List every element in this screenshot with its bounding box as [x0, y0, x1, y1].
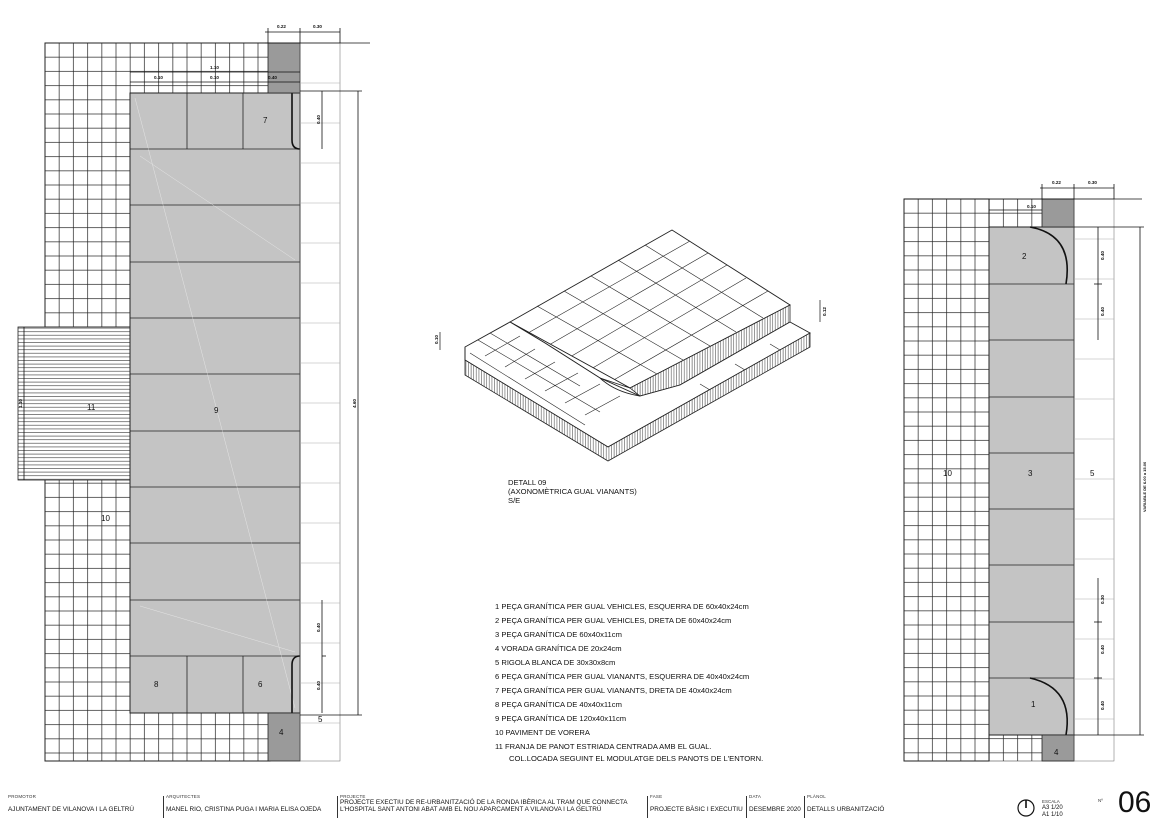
axonometric-detail: 0.10 0.12 — [434, 229, 827, 462]
label-8: 8 — [154, 680, 159, 689]
titleblock-data: DATA DESEMBRE 2020 — [749, 794, 801, 813]
tb-separator — [163, 796, 164, 818]
legend-item-6: 6 PEÇA GRANÍTICA PER GUAL VIANANTS, ESQU… — [495, 672, 750, 681]
dim-030-r-label: 0.30 — [1088, 180, 1097, 185]
data-label: DATA — [749, 794, 762, 799]
titleblock-fase: FASE PROJECTE BÀSIC I EXECUTIU — [650, 794, 743, 813]
caption-line-2: (AXONOMÈTRICA GUAL VIANANTS) — [508, 487, 637, 496]
scale-block: ESCALA A3 1/20 A1 1/10 — [1042, 798, 1063, 819]
dim-022-r-label: 0.22 — [1052, 180, 1061, 185]
label-r-10: 10 — [943, 469, 952, 478]
dim-label: 1.10 — [210, 65, 219, 70]
titleblock-promotor: PROMOTOR AJUNTAMENT DE VILANOVA I LA GEL… — [8, 794, 134, 813]
dim-040-label: 0.40 — [268, 75, 277, 80]
caption-line-1: DETALL 09 — [508, 478, 547, 487]
label-r-1: 1 — [1031, 700, 1036, 709]
dim-040-r-label: 0.40 — [1100, 251, 1105, 260]
detail-caption: DETALL 09 (AXONOMÈTRICA GUAL VIANANTS) S… — [508, 478, 637, 505]
legend-item-11: 11 FRANJA DE PANOT ESTRIADA CENTRADA AMB… — [495, 742, 712, 751]
label-7: 7 — [263, 116, 268, 125]
label-11: 11 — [87, 403, 96, 412]
data-value: DESEMBRE 2020 — [749, 806, 801, 813]
legend-item-8: 8 PEÇA GRANÍTICA DE 40x40x11cm — [495, 700, 622, 709]
label-4: 4 — [279, 728, 284, 737]
label-9: 9 — [214, 406, 219, 415]
projecte-value-1: PROJECTE EXECTIU DE RE-URBANITZACIÓ DE L… — [340, 799, 628, 806]
north-icon — [1017, 799, 1035, 817]
legend-item-4: 4 VORADA GRANÍTICA DE 20x24cm — [495, 644, 622, 653]
dim-040-r-label-4: 0.40 — [1100, 701, 1105, 710]
dim-010-r-label: 0.10 — [1027, 204, 1036, 209]
planol-value: DETALLS URBANITZACIÓ — [807, 806, 885, 813]
legend-item-11-cont: COL.LOCADA SEGUINT EL MODULATGE DELS PAN… — [509, 754, 764, 763]
label-r-2: 2 — [1022, 252, 1027, 261]
dim-030-label: 0.30 — [313, 24, 322, 29]
escala-a3: A3 1/20 — [1042, 805, 1063, 811]
dim-022-label: 0.22 — [277, 24, 286, 29]
projecte-label: PROJECTE — [340, 794, 366, 799]
dim-010-label: 0.10 — [154, 75, 163, 80]
dim-variable-label: VARIABLE DE 6.00 a 15.00 — [1142, 461, 1147, 512]
fase-label: FASE — [650, 794, 663, 799]
label-r-3: 3 — [1028, 469, 1033, 478]
tb-separator — [804, 796, 805, 818]
dim-040-vert-label-3: 0.40 — [316, 681, 321, 690]
escala-a1: A1 1/10 — [1042, 812, 1063, 818]
legend-item-3: 3 PEÇA GRANÍTICA DE 60x40x11cm — [495, 630, 622, 639]
label-r-5: 5 — [1090, 469, 1095, 478]
arquitectes-value: MANEL RIO, CRISTINA PUGA I MARIA ELISA O… — [166, 806, 322, 813]
tb-separator — [337, 796, 338, 818]
dim-012-axo-label: 0.12 — [822, 307, 827, 316]
dim-010-axo-label: 0.10 — [434, 335, 439, 344]
tb-separator — [746, 796, 747, 818]
dim-010-label-2: 0.10 — [210, 75, 219, 80]
legend: 1 PEÇA GRANÍTICA PER GUAL VEHICLES, ESQU… — [495, 600, 763, 763]
legend-item-2: 2 PEÇA GRANÍTICA PER GUAL VEHICLES, DRET… — [495, 616, 732, 625]
right-plan: 0.22 0.30 0.10 0.40 0.40 0.30 0.40 0.40 … — [903, 180, 1147, 762]
dim-460-label: 4.60 — [352, 399, 357, 408]
dim-040-vert-label-2: 0.40 — [316, 623, 321, 632]
dim-110-label: 1.10 — [18, 399, 23, 408]
left-plan: 0.22 0.30 0.10 1.10 0.10 0.40 0.40 0.40 … — [17, 24, 370, 762]
label-r-4: 4 — [1054, 748, 1059, 757]
planol-label: PLÀNOL — [807, 794, 826, 799]
dim-040-r-label-3: 0.40 — [1100, 645, 1105, 654]
dim-040-r-label-2: 0.40 — [1100, 307, 1105, 316]
legend-item-10: 10 PAVIMENT DE VORERA — [495, 728, 590, 737]
titleblock-arquitectes: ARQUITECTES MANEL RIO, CRISTINA PUGA I M… — [166, 794, 321, 813]
caption-line-3: S/E — [508, 496, 521, 505]
num-label: Nº — [1098, 798, 1103, 803]
tb-separator — [647, 796, 648, 818]
escala-label: ESCALA — [1042, 799, 1060, 804]
label-5: 5 — [318, 715, 323, 724]
dim-040-vert-label: 0.40 — [316, 115, 321, 124]
legend-item-7: 7 PEÇA GRANÍTICA PER GUAL VIANANTS, DRET… — [495, 686, 732, 695]
dim-030-r-vert-label: 0.30 — [1100, 595, 1105, 604]
projecte-value-2: L'HOSPITAL SANT ANTONI ABAT AMB EL NOU A… — [340, 806, 602, 813]
arquitectes-label: ARQUITECTES — [166, 794, 201, 799]
label-6: 6 — [258, 680, 263, 689]
legend-item-5: 5 RIGOLA BLANCA DE 30x30x8cm — [495, 658, 616, 667]
legend-item-9: 9 PEÇA GRANÍTICA DE 120x40x11cm — [495, 714, 627, 723]
fase-value: PROJECTE BÀSIC I EXECUTIU — [650, 806, 743, 813]
legend-item-1: 1 PEÇA GRANÍTICA PER GUAL VEHICLES, ESQU… — [495, 602, 749, 611]
promotor-label: PROMOTOR — [8, 794, 37, 799]
titleblock-planol: PLÀNOL DETALLS URBANITZACIÓ — [807, 794, 884, 813]
label-10: 10 — [101, 514, 110, 523]
tactile-strip — [17, 326, 131, 481]
granite-area-right — [988, 226, 1075, 736]
titleblock-projecte: PROJECTE PROJECTE EXECTIU DE RE-URBANITZ… — [340, 794, 628, 813]
promotor-value: AJUNTAMENT DE VILANOVA I LA GELTRÚ — [8, 806, 134, 813]
sheet-number: 06 — [1118, 786, 1152, 819]
